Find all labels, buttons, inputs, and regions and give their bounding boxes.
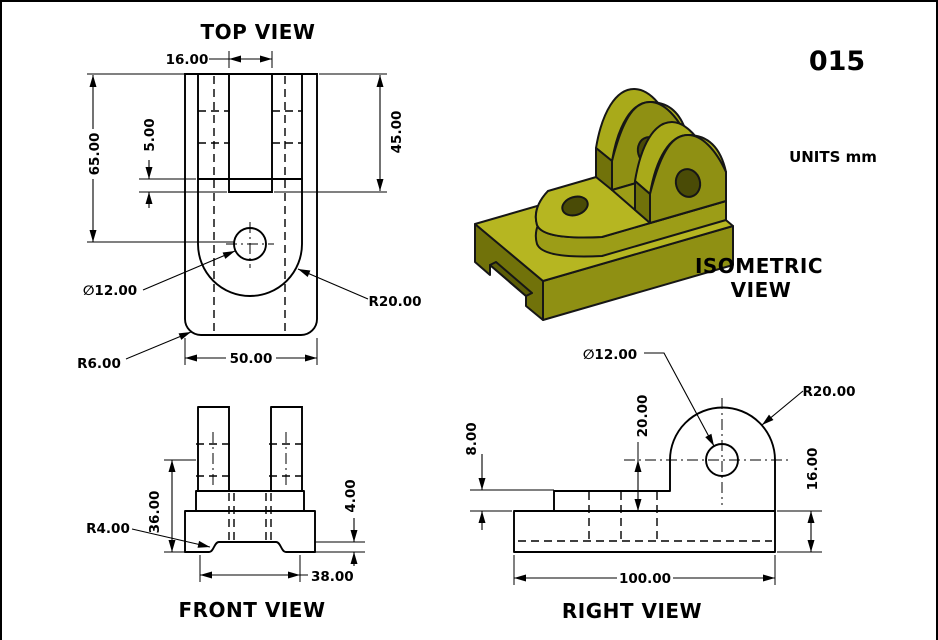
top-view-extension-lines xyxy=(87,51,387,365)
dim-notch-width: 38.00 xyxy=(311,569,354,585)
dim-length: 100.00 xyxy=(619,571,671,587)
right-view-extension-lines xyxy=(470,442,822,585)
dim-slot-rear-offset: 5.00 xyxy=(142,118,158,151)
dim-slot-depth: 45.00 xyxy=(389,111,405,154)
dim-length-to-hole: 65.00 xyxy=(87,133,103,176)
top-view-title: TOP VIEW xyxy=(201,20,316,44)
right-view-hidden-lines xyxy=(518,492,772,542)
iso-boss-hole xyxy=(561,195,589,217)
front-view-extension-lines xyxy=(164,459,365,582)
right-view-dimension-lines xyxy=(478,352,815,582)
front-view-centerlines xyxy=(212,432,287,488)
dim-text-mask xyxy=(226,348,276,364)
iso-view-title-line1: ISOMETRIC xyxy=(695,254,823,278)
dim-hole-center-height-right: 20.00 xyxy=(635,395,651,438)
front-view-hidden-lines xyxy=(196,443,304,540)
drawing-number: 015 xyxy=(809,46,865,77)
dim-text-mask xyxy=(617,569,673,586)
dim-corner-fillet: R6.00 xyxy=(77,356,121,372)
front-view-outline xyxy=(184,406,316,553)
dim-notch-height: 4.00 xyxy=(343,479,359,512)
dim-hole-diameter-right: ∅12.00 xyxy=(583,347,637,363)
top-view-dimension-lines xyxy=(89,55,384,362)
right-view-centerlines xyxy=(624,398,788,505)
front-view: FRONT VIEW 36.00 R4.00 4.00 38.00 xyxy=(86,406,365,622)
dim-step-height: 8.00 xyxy=(464,422,480,455)
dim-lug-radius: R20.00 xyxy=(802,384,855,400)
dim-notch-fillet: R4.00 xyxy=(86,521,130,537)
front-view-dimension-lines xyxy=(131,460,358,579)
iso-notch-inner-face xyxy=(489,261,533,297)
dim-boss-radius: R20.00 xyxy=(368,294,421,310)
dim-slot-width: 16.00 xyxy=(166,52,209,68)
iso-front-ear-hole xyxy=(674,168,702,198)
dim-hole-center-height: 36.00 xyxy=(147,491,163,534)
top-view-centerlines xyxy=(226,222,274,268)
right-view-title: RIGHT VIEW xyxy=(562,599,702,623)
dim-width: 50.00 xyxy=(230,351,273,367)
top-view: TOP VIEW 16.00 65.00 5.00 45.00 50.00 ∅1… xyxy=(77,20,421,372)
iso-view-title-line2: VIEW xyxy=(731,278,792,302)
right-view: RIGHT VIEW ∅12.00 R20.00 20.00 8.00 16.0… xyxy=(464,347,856,623)
front-view-title: FRONT VIEW xyxy=(178,598,325,622)
dim-hole-diameter: ∅12.00 xyxy=(83,283,137,299)
units-label: UNITS mm xyxy=(789,148,877,166)
top-view-outline xyxy=(184,73,318,336)
dim-base-thickness: 16.00 xyxy=(805,448,821,491)
top-view-hidden-lines xyxy=(198,76,303,332)
dim-text-mask xyxy=(85,129,103,179)
isometric-view: ISOMETRIC VIEW xyxy=(474,88,823,321)
